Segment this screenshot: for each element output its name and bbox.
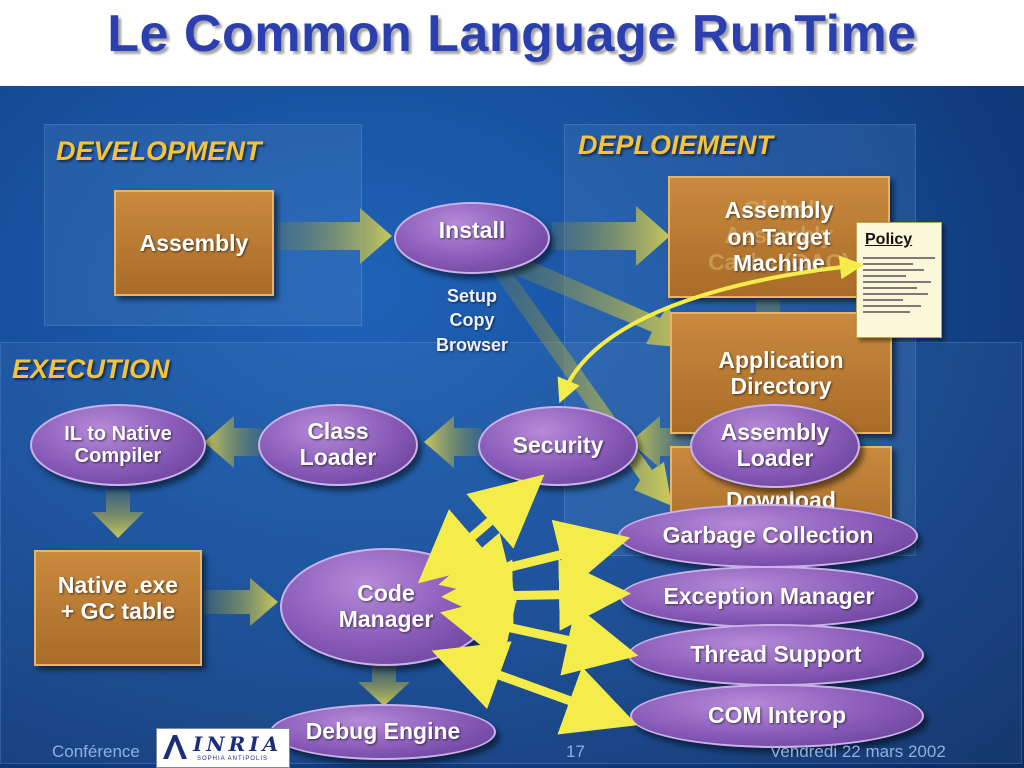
assembly-box: Assembly — [114, 190, 274, 296]
garbage-collection-label: Garbage Collection — [662, 522, 874, 549]
arrow-native-code — [204, 578, 278, 626]
policy-text-lines — [863, 257, 935, 317]
install-notes: Setup Copy Browser — [435, 286, 509, 355]
assembly-loader-label: Assembly Loader — [720, 419, 830, 471]
assembly-box-label: Assembly — [139, 229, 249, 256]
class-loader-label: Class Loader — [299, 418, 377, 470]
arrow-security-classloader — [424, 416, 482, 468]
security-oval: Security — [478, 406, 638, 486]
slide-title: Le Common Language RunTime — [107, 5, 917, 63]
section-deployment: DEPLOIEMENT — [578, 130, 774, 160]
arrow-code-debug — [358, 664, 410, 706]
install-oval: Install — [394, 202, 550, 274]
assembly-loader-oval: Assembly Loader — [690, 404, 860, 488]
policy-title: Policy — [865, 231, 913, 248]
arrow-code-security — [417, 474, 545, 584]
arrow-code-gc — [438, 519, 631, 603]
thread-support-label: Thread Support — [690, 641, 862, 668]
inria-logo-mark-icon — [163, 735, 187, 759]
class-loader-oval: Class Loader — [258, 404, 418, 486]
policy-document: Policy — [856, 222, 942, 338]
arrow-classloader-il — [204, 416, 262, 468]
arrow-il-native — [92, 490, 144, 538]
arrow-policy-security — [557, 255, 864, 404]
arrow-code-thread — [440, 592, 639, 676]
thread-support-oval: Thread Support — [628, 624, 924, 686]
section-execution: EXECUTION — [12, 354, 170, 384]
security-label: Security — [512, 432, 604, 459]
code-manager-label: Code Manager — [338, 580, 434, 632]
inria-logo-subtitle: SOPHIA ANTIPOLIS — [197, 756, 269, 762]
footer-page-number: 17 — [566, 742, 585, 761]
native-exe-label: Native .exe + GC table — [57, 572, 179, 625]
section-development: DEVELOPMENT — [56, 136, 262, 166]
il-native-label: IL to Native Compiler — [64, 422, 172, 467]
yellow-arrows — [417, 255, 864, 735]
footer: Conférence 17 Vendredi 22 mars 2002 — [0, 742, 1024, 768]
diagram-stage: Assembly Global Assembly Cache (GAC) Ass… — [0, 86, 1024, 768]
footer-conference: Conférence — [52, 742, 140, 761]
exception-manager-label: Exception Manager — [663, 583, 875, 610]
arrow-assembly-install — [278, 208, 392, 264]
inria-logo-text: INRIA — [193, 732, 283, 756]
il-native-oval: IL to Native Compiler — [30, 404, 206, 486]
arrow-install-target — [552, 206, 670, 266]
exception-manager-oval: Exception Manager — [620, 566, 918, 628]
native-exe-box: Native .exe + GC table — [34, 550, 202, 666]
com-interop-label: COM Interop — [708, 702, 846, 729]
footer-date: Vendredi 22 mars 2002 — [770, 742, 946, 761]
arrow-code-exception — [441, 558, 631, 632]
inria-logo: INRIA SOPHIA ANTIPOLIS — [156, 728, 290, 768]
install-label: Install — [438, 217, 506, 243]
arrow-code-com — [431, 641, 638, 735]
com-interop-oval: COM Interop — [630, 684, 924, 748]
